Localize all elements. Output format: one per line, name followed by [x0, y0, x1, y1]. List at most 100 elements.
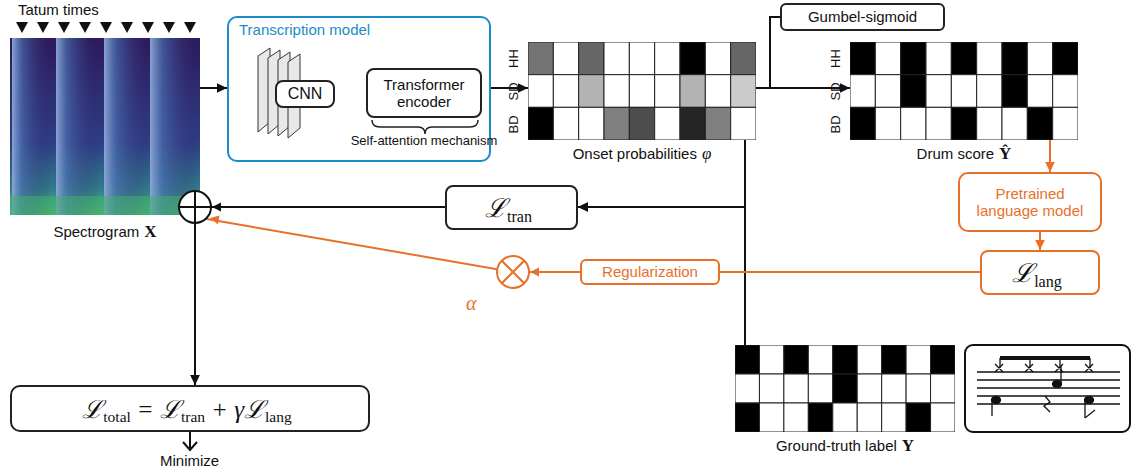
- text-label: Tatum times: [18, 1, 99, 18]
- row-label: HH: [828, 49, 843, 68]
- loss-box: ℒlang: [980, 250, 1100, 295]
- grid-cell: [882, 345, 906, 374]
- grid-cells: [735, 345, 955, 432]
- weight-symbol: α: [466, 292, 477, 315]
- connector-line: [720, 271, 980, 273]
- model-box: Pretrained language model: [958, 172, 1102, 232]
- grid-cell: [1027, 107, 1052, 140]
- bracket: [372, 120, 478, 134]
- formula: ℒtotal= ℒtran+ γℒlang: [12, 387, 368, 430]
- formula-part: ℒ: [82, 396, 103, 423]
- tatum-marker: [142, 22, 154, 33]
- grid-cell: [1002, 75, 1027, 108]
- grid-cell: [1053, 107, 1078, 140]
- grid-cell: [579, 107, 604, 140]
- formula-line: ℒtran: [485, 189, 538, 226]
- grid-cells: [850, 42, 1078, 140]
- subscript: lang: [1034, 273, 1062, 290]
- grid-cell: [951, 107, 976, 140]
- connector-line: [578, 207, 745, 345]
- grid-cell: [759, 403, 783, 432]
- loss-box: ℒtran: [445, 185, 578, 230]
- box-content: Transformer encoder: [368, 70, 480, 116]
- caption: Ground-truth labelY: [776, 436, 914, 456]
- grid-cell: [705, 107, 730, 140]
- grid-cell: [906, 403, 930, 432]
- box-content: Gumbel-sigmoid: [782, 5, 943, 29]
- box-content: Pretrained language model: [960, 174, 1100, 230]
- grid-cell: [931, 345, 955, 374]
- grid-cell: [833, 345, 857, 374]
- caption: SpectrogramX: [53, 222, 156, 242]
- connector-line: [195, 207, 445, 385]
- box-title: Transcription model: [239, 21, 370, 38]
- tatum-marker: [79, 22, 91, 33]
- caption-text: Drum score: [917, 145, 995, 162]
- grid-cell: [850, 107, 875, 140]
- grid-cell: [977, 75, 1002, 108]
- math-symbol: X: [144, 222, 156, 241]
- grid-cell: [882, 374, 906, 403]
- grid-cell: [1027, 75, 1052, 108]
- tatum-marker: [58, 22, 70, 33]
- arrowhead: [578, 202, 588, 212]
- grid-cell: [808, 374, 832, 403]
- subscript: tran: [181, 408, 205, 425]
- formula-line: ℒtotal= ℒtran+ γℒlang: [82, 391, 297, 427]
- formula-part: + γℒ: [211, 396, 265, 423]
- box-label: CNN: [288, 85, 323, 103]
- grid-cell: [784, 345, 808, 374]
- subscript: total: [103, 408, 131, 425]
- grid-cell: [735, 345, 759, 374]
- tatum-marker: [163, 22, 175, 33]
- box-label: Gumbel-sigmoid: [808, 8, 917, 25]
- grid-cell: [705, 75, 730, 108]
- grid-cell: [906, 345, 930, 374]
- model-box: Transcription modelCNN Transformer encode…: [227, 16, 491, 162]
- row-label: SD: [828, 82, 843, 100]
- grid-cell: [808, 403, 832, 432]
- grid-cell: [931, 374, 955, 403]
- grid-cell: [731, 75, 756, 108]
- box-content: Regularization: [582, 261, 718, 283]
- formula-part: ℒ: [1012, 259, 1034, 288]
- grid-cell: [875, 75, 900, 108]
- box-label: Pretrained language model: [967, 185, 1093, 220]
- gumbel-link: [770, 17, 780, 88]
- grid-cell: [1002, 107, 1027, 140]
- row-label: SD: [506, 82, 521, 100]
- connector: [578, 202, 745, 345]
- grid-cells: [528, 42, 756, 140]
- process-box: CNN: [275, 80, 335, 108]
- grid-cell: [759, 345, 783, 374]
- grid-cell: [604, 75, 629, 108]
- process-box: Transformer encoderSelf-attention mechan…: [366, 68, 482, 118]
- tatum-marker: [37, 22, 49, 33]
- grid-cell: [1053, 42, 1078, 75]
- grid-cell: [1002, 42, 1027, 75]
- regularization-box: Regularization: [580, 259, 720, 285]
- formula: ℒlang: [982, 252, 1098, 293]
- grid-cell: [735, 374, 759, 403]
- box-content: CNN: [277, 82, 333, 106]
- arrowhead: [190, 375, 200, 385]
- grid-cell: [926, 107, 951, 140]
- grid-cell: [857, 403, 881, 432]
- grid-cell: [931, 403, 955, 432]
- drum-notation: [965, 345, 1130, 432]
- score-grid: Ground-truth labelY: [735, 345, 955, 432]
- connector: [200, 83, 227, 93]
- grid-cell: [655, 107, 680, 140]
- tatum-markers: [16, 22, 196, 33]
- grid-cell: [926, 42, 951, 75]
- grid-cell: [784, 403, 808, 432]
- box-label: Regularization: [602, 263, 698, 280]
- grid-cell: [705, 42, 730, 75]
- row-label: BD: [828, 115, 843, 133]
- grid-cell: [875, 42, 900, 75]
- formula-part: = ℒ: [137, 396, 181, 423]
- grid-cell: [655, 75, 680, 108]
- caption-text: Onset probabilities: [573, 145, 697, 162]
- text-label: Minimize: [160, 452, 219, 469]
- score-grid: Drum scoreŶ: [850, 42, 1078, 140]
